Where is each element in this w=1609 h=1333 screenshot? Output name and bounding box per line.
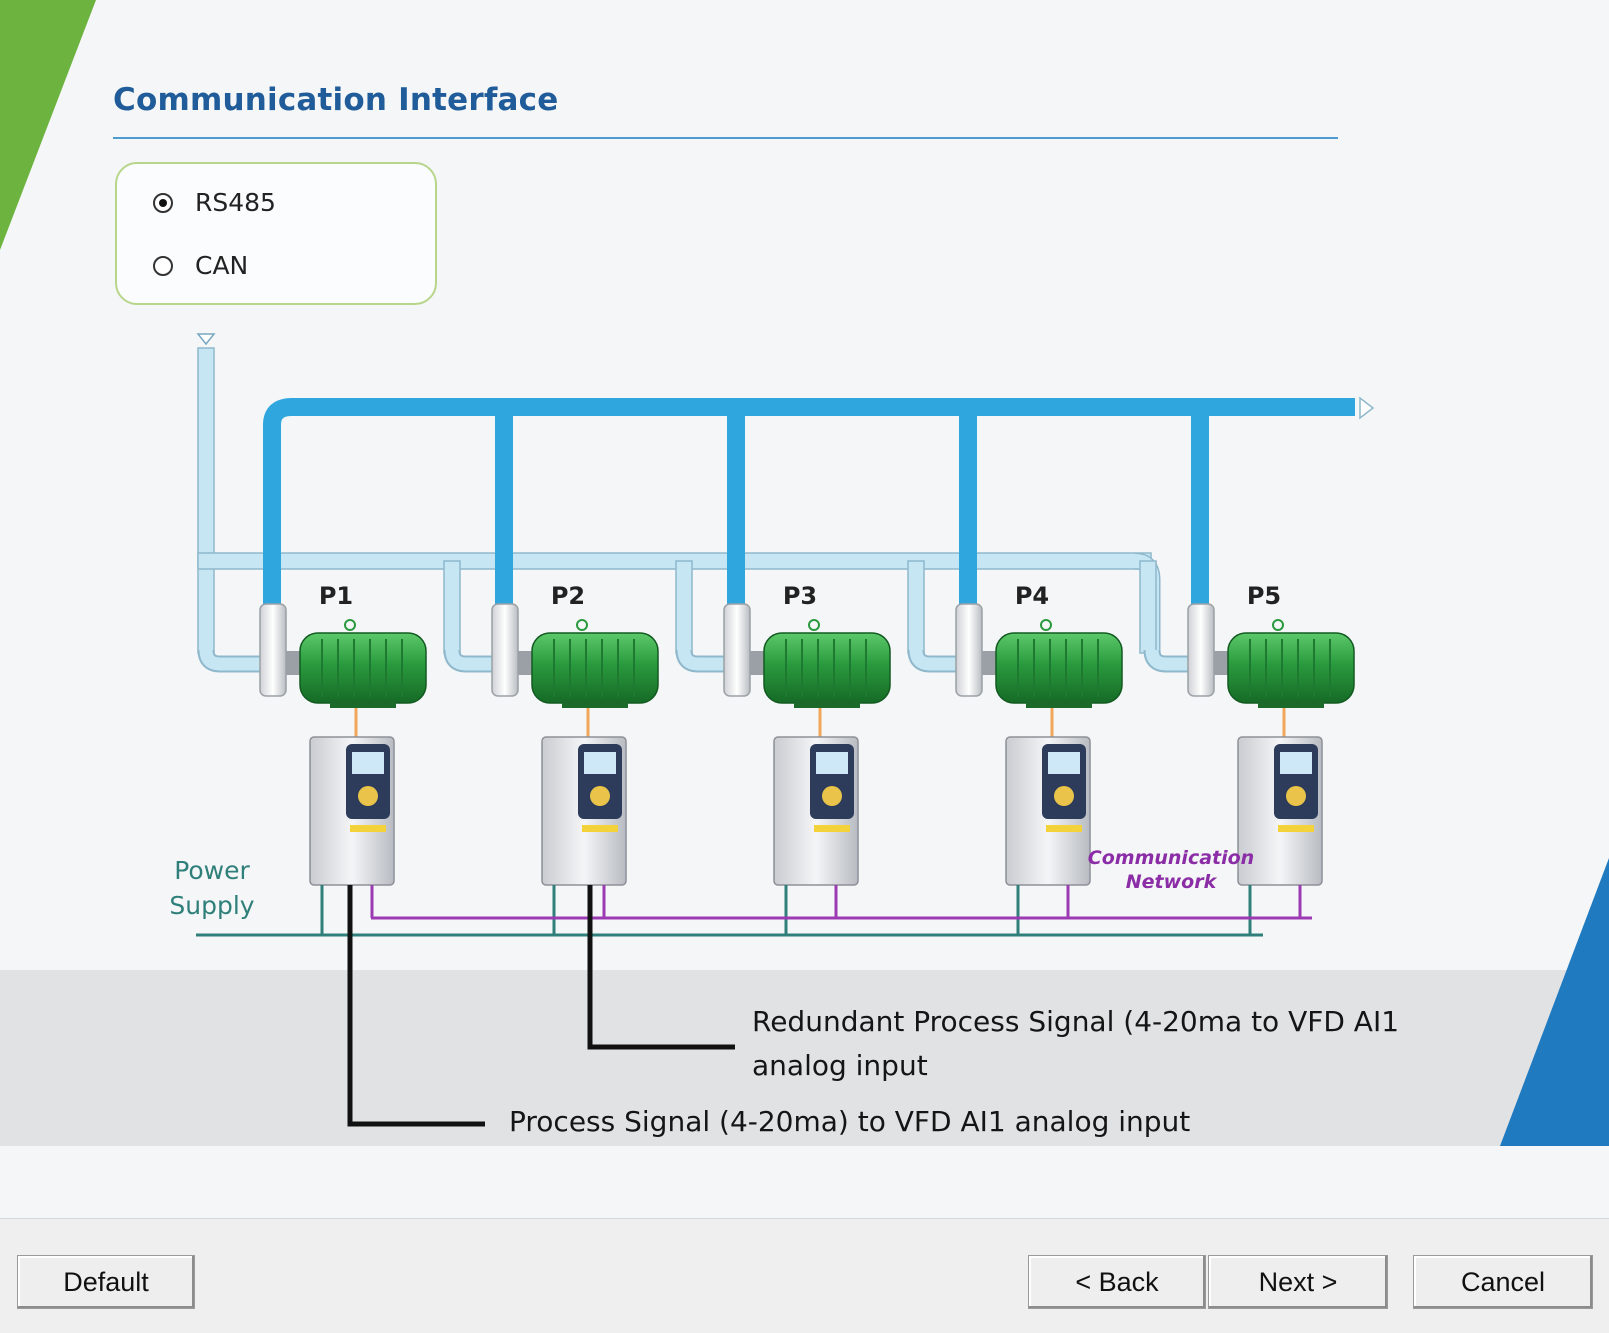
cancel-button[interactable]: Cancel <box>1413 1255 1593 1309</box>
redundant-callout-line-2: analog input <box>752 1049 928 1082</box>
pump-coupling <box>982 651 996 675</box>
pump-unit-5: P5 <box>1139 407 1355 935</box>
discharge-riser <box>1191 407 1209 612</box>
interface-radio-group: RS485 CAN <box>115 162 437 305</box>
communication-network-label-2: Network <box>1126 871 1218 893</box>
suction-branch <box>443 560 461 654</box>
green-corner-decoration <box>0 0 96 250</box>
pump-unit-2: P2 <box>443 407 659 935</box>
motor-lifting-eye <box>576 619 588 631</box>
redundant-callout-line-1: Redundant Process Signal (4-20ma to VFD … <box>752 1005 1400 1038</box>
back-button[interactable]: < Back <box>1028 1255 1206 1309</box>
motor <box>299 632 427 704</box>
discharge-riser <box>959 407 977 612</box>
process-signal-wire <box>347 885 485 1127</box>
pump-coupling <box>750 651 764 675</box>
page-title: Communication Interface <box>113 82 559 118</box>
redundant-signal-wire <box>587 885 735 1050</box>
default-button[interactable]: Default <box>17 1255 195 1309</box>
radio-option-can[interactable]: CAN <box>153 251 248 280</box>
pump-casing <box>491 603 519 697</box>
motor <box>531 632 659 704</box>
suction-branch <box>907 560 925 654</box>
motor <box>763 632 891 704</box>
discharge-riser <box>727 407 745 612</box>
discharge-riser <box>495 407 513 612</box>
pump-label: P4 <box>1015 582 1049 610</box>
power-supply-label-2: Supply <box>169 891 254 920</box>
pump-label: P5 <box>1247 582 1281 610</box>
communication-network-label: Communication <box>1088 847 1254 869</box>
pump-unit-3: P3 <box>675 407 891 935</box>
pump-casing <box>1187 603 1215 697</box>
pump-coupling <box>518 651 532 675</box>
pump-casing <box>723 603 751 697</box>
pump-label: P2 <box>551 582 585 610</box>
motor-lifting-eye <box>1272 619 1284 631</box>
process-signal-callout: Process Signal (4-20ma) to VFD AI1 analo… <box>509 1105 1191 1138</box>
power-supply-label: Power <box>174 856 250 885</box>
redundant-signal-callout: Redundant Process Signal (4-20ma to VFD … <box>752 1000 1399 1088</box>
pump-casing <box>955 603 983 697</box>
suction-branch <box>1139 560 1157 654</box>
motor <box>1227 632 1355 704</box>
radio-label-can: CAN <box>195 251 249 280</box>
pump-casing <box>259 603 287 697</box>
pump-label: P3 <box>783 582 817 610</box>
pump-label: P1 <box>319 582 353 610</box>
callout-band <box>0 970 1609 1146</box>
radio-unselected-icon[interactable] <box>153 255 173 276</box>
radio-label-rs485: RS485 <box>195 188 276 217</box>
discharge-header-pipe <box>263 396 1375 612</box>
radio-selected-icon[interactable] <box>153 192 173 213</box>
pump-unit-4: P4 <box>907 407 1123 935</box>
title-divider <box>113 137 1338 139</box>
motor-lifting-eye <box>344 619 356 631</box>
radio-option-rs485[interactable]: RS485 <box>153 188 276 217</box>
footer-divider <box>0 1218 1609 1219</box>
motor <box>995 632 1123 704</box>
pump-coupling <box>286 651 300 675</box>
pump-coupling <box>1214 651 1228 675</box>
pump-unit-1: P1 <box>197 582 427 935</box>
next-button[interactable]: Next > <box>1208 1255 1388 1309</box>
suction-branch <box>675 560 693 654</box>
motor-lifting-eye <box>1040 619 1052 631</box>
motor-lifting-eye <box>808 619 820 631</box>
